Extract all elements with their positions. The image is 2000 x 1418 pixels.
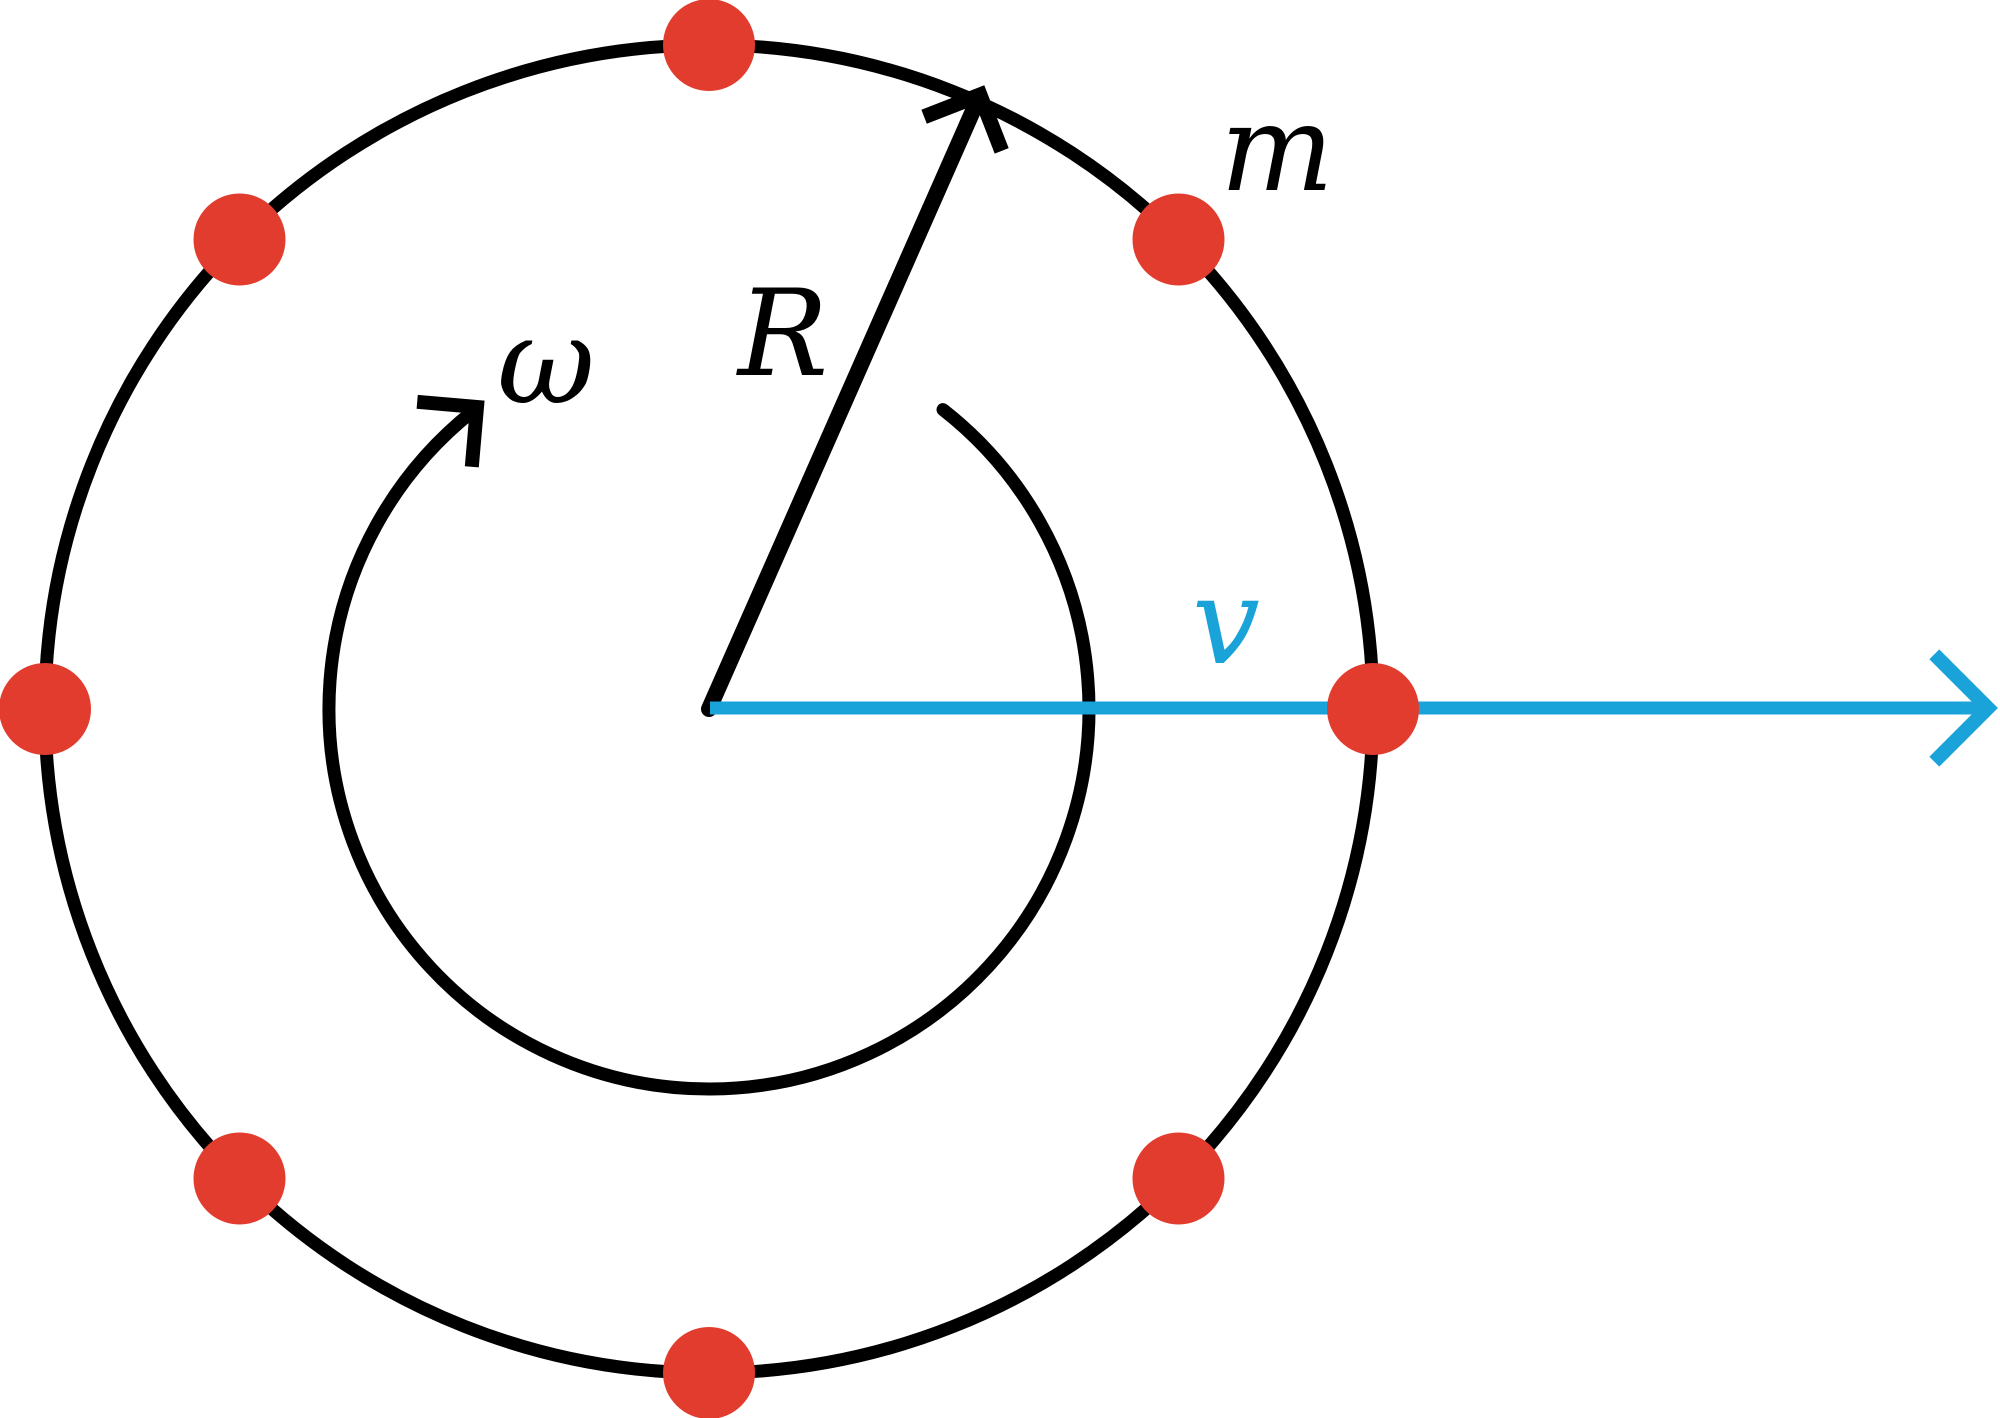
mass-dot (193, 193, 286, 286)
mass-dot (193, 1132, 286, 1225)
angular-velocity-arrowhead (416, 394, 485, 468)
radius-arrowhead (921, 85, 1009, 154)
radius-vector-line (701, 96, 984, 717)
angular-velocity-arc (322, 403, 1096, 1096)
radius-label: R (736, 265, 828, 404)
mass-dot (0, 663, 91, 755)
omega-label: ω (497, 293, 595, 432)
mass-dot (1132, 193, 1225, 286)
mass-label: m (1220, 80, 1334, 219)
velocity-arrowhead (1929, 649, 1998, 767)
mass-dot (1327, 663, 1419, 755)
mass-dot (663, 1327, 755, 1418)
mass-dot (663, 0, 755, 91)
velocity-label: v (1192, 553, 1260, 692)
mass-dot (1132, 1132, 1225, 1225)
